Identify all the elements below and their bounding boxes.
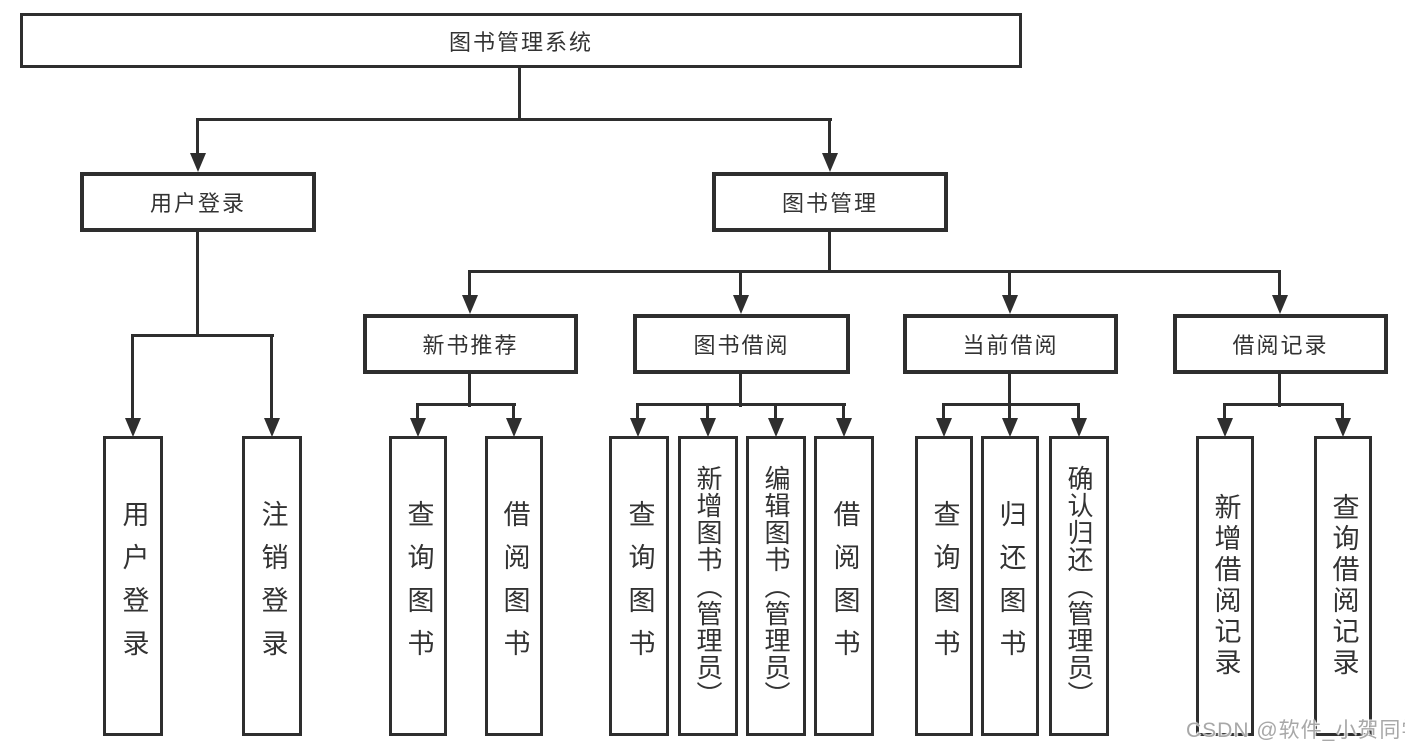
- leaf-recommend-query-books-label: 查询图书: [403, 500, 434, 672]
- connector-line: [417, 403, 516, 406]
- connector-arrowhead-icon: [264, 418, 280, 437]
- connector-line: [1008, 270, 1011, 297]
- leaf-current-return-books-label: 归还图书: [995, 500, 1026, 672]
- connector-arrowhead-icon: [410, 418, 426, 437]
- connector-arrowhead-icon: [1002, 418, 1018, 437]
- connector-line: [942, 403, 945, 422]
- leaf-records-add-record: 新增借阅记录: [1196, 436, 1254, 736]
- connector-line: [1278, 270, 1281, 297]
- connector-arrowhead-icon: [733, 295, 749, 314]
- connector-arrowhead-icon: [125, 418, 141, 437]
- connector-line: [1077, 403, 1080, 422]
- node-library-system-root: 图书管理系统: [20, 13, 1022, 68]
- connector-arrowhead-icon: [700, 418, 716, 437]
- leaf-records-query-record: 查询借阅记录: [1314, 436, 1372, 736]
- leaf-current-confirm-return-admin-label: 确认归还（管理员）: [1064, 464, 1094, 708]
- connector-line: [1341, 403, 1344, 422]
- connector-line: [706, 403, 709, 422]
- connector-line: [1223, 403, 1344, 406]
- connector-arrowhead-icon: [1002, 295, 1018, 314]
- leaf-current-query-books: 查询图书: [915, 436, 973, 736]
- connector-arrowhead-icon: [506, 418, 522, 437]
- node-borrowing-records: 借阅记录: [1173, 314, 1388, 374]
- connector-arrowhead-icon: [190, 153, 206, 172]
- leaf-borrowing-add-books-admin: 新增图书（管理员）: [678, 436, 738, 736]
- node-current-borrowing: 当前借阅: [903, 314, 1118, 374]
- connector-arrowhead-icon: [822, 153, 838, 172]
- leaf-borrowing-add-books-admin-label: 新增图书（管理员）: [693, 464, 723, 708]
- connector-line: [416, 403, 419, 422]
- node-new-book-recommend: 新书推荐: [363, 314, 578, 374]
- leaf-borrowing-query-books-label: 查询图书: [624, 500, 655, 672]
- connector-line: [1223, 403, 1226, 422]
- connector-arrowhead-icon: [768, 418, 784, 437]
- leaf-recommend-borrow-books: 借阅图书: [485, 436, 543, 736]
- node-book-borrowing: 图书借阅: [633, 314, 850, 374]
- connector-line: [196, 232, 199, 337]
- connector-line: [828, 232, 831, 273]
- connector-arrowhead-icon: [630, 418, 646, 437]
- connector-arrowhead-icon: [1071, 418, 1087, 437]
- connector-line: [468, 374, 471, 407]
- connector-line: [196, 118, 832, 121]
- connector-arrowhead-icon: [1272, 295, 1288, 314]
- leaf-logout: 注销登录: [242, 436, 302, 736]
- leaf-current-return-books: 归还图书: [981, 436, 1039, 736]
- connector-arrowhead-icon: [1217, 418, 1233, 437]
- leaf-records-query-record-label: 查询借阅记录: [1328, 493, 1359, 679]
- leaf-borrowing-borrow-books-label: 借阅图书: [829, 500, 860, 672]
- connector-line: [739, 270, 742, 297]
- connector-arrowhead-icon: [1335, 418, 1351, 437]
- connector-line: [942, 403, 1080, 406]
- leaf-user-login: 用户登录: [103, 436, 163, 736]
- connector-line: [131, 334, 274, 337]
- connector-line: [468, 270, 471, 297]
- leaf-user-login-label: 用户登录: [118, 500, 149, 672]
- connector-line: [1278, 374, 1281, 407]
- connector-line: [774, 403, 777, 422]
- connector-line: [196, 118, 199, 156]
- leaf-current-confirm-return-admin: 确认归还（管理员）: [1049, 436, 1109, 736]
- leaf-borrowing-edit-books-admin: 编辑图书（管理员）: [746, 436, 806, 736]
- connector-line: [1008, 403, 1011, 422]
- csdn-watermark: CSDN @软件_小贺同学: [1186, 719, 1405, 742]
- leaf-recommend-borrow-books-label: 借阅图书: [499, 500, 530, 672]
- leaf-borrowing-edit-books-admin-label: 编辑图书（管理员）: [761, 464, 791, 708]
- connector-arrowhead-icon: [936, 418, 952, 437]
- connector-line: [468, 270, 1281, 273]
- connector-line: [131, 334, 134, 420]
- node-user-login: 用户登录: [80, 172, 316, 232]
- leaf-logout-label: 注销登录: [257, 500, 288, 672]
- connector-line: [636, 403, 846, 406]
- connector-line: [739, 374, 742, 407]
- connector-line: [828, 118, 831, 156]
- connector-arrowhead-icon: [836, 418, 852, 437]
- leaf-current-query-books-label: 查询图书: [929, 500, 960, 672]
- node-book-management: 图书管理: [712, 172, 948, 232]
- connector-line: [842, 403, 845, 422]
- leaf-borrowing-query-books: 查询图书: [609, 436, 669, 736]
- connector-line: [1008, 374, 1011, 407]
- connector-line: [512, 403, 515, 422]
- leaf-records-add-record-label: 新增借阅记录: [1210, 493, 1241, 679]
- connector-arrowhead-icon: [462, 295, 478, 314]
- connector-line: [518, 68, 521, 121]
- leaf-recommend-query-books: 查询图书: [389, 436, 447, 736]
- connector-line: [270, 334, 273, 420]
- connector-line: [636, 403, 639, 422]
- leaf-borrowing-borrow-books: 借阅图书: [814, 436, 874, 736]
